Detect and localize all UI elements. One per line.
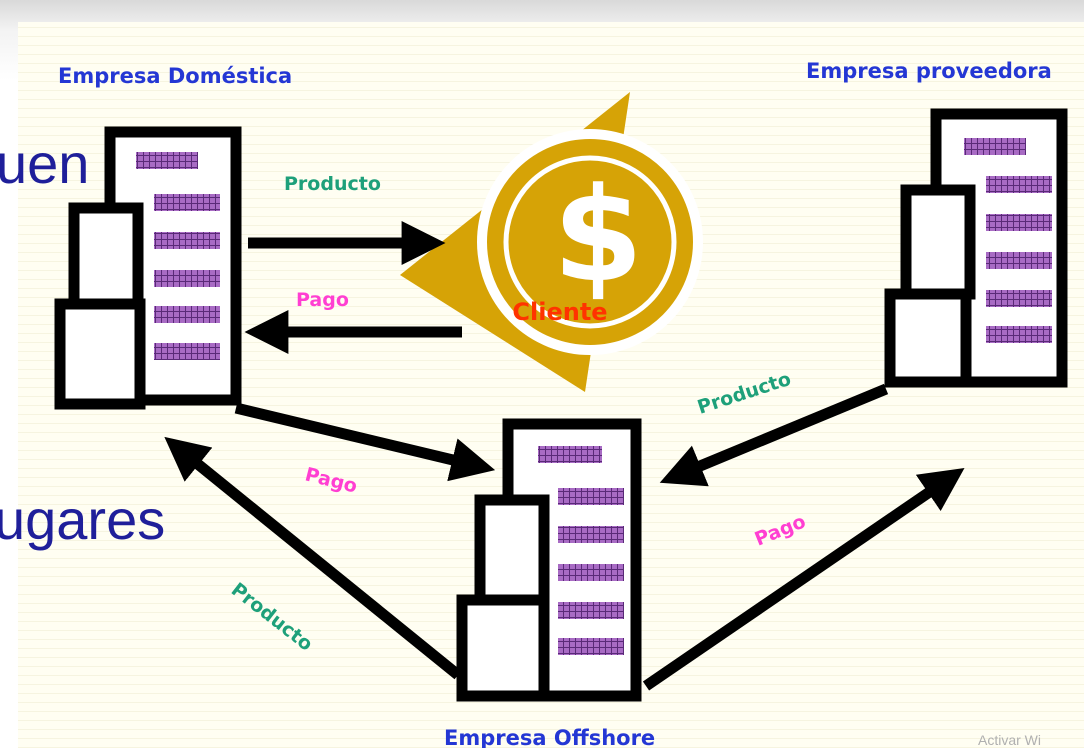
proveedora-title: Empresa proveedora [806,59,1052,83]
building-base [54,298,146,410]
label-pago-cliente-domestica: Pago [296,289,349,311]
cliente-label: Cliente [512,298,607,326]
label-producto-proveedora-offshore: Producto [695,368,794,419]
offshore-title: Empresa Offshore [444,726,655,748]
building-windows [136,152,220,360]
building-domestica [54,126,242,410]
arrow-proveedora-to-offshore [659,383,889,487]
cliente-node: $ Cliente [400,92,703,392]
building-annex [68,202,144,310]
arrows [164,221,965,691]
building-proveedora [884,108,1068,388]
label-pago-domestica-offshore: Pago [303,464,360,498]
label-pago-offshore-proveedora: Pago [752,510,809,550]
slide-text-fragment-top: uen [0,132,90,195]
activation-watermark: Activar Wi [978,732,1041,748]
arrow-offshore-to-proveedora [642,468,965,691]
domestica-title: Empresa Doméstica [58,64,292,88]
label-producto-offshore-domestica: Producto [227,579,317,656]
coin-inner [503,155,677,329]
building-annex [900,184,976,300]
building-base [456,594,550,702]
arrow-domestica-to-offshore [234,402,496,482]
building-windows [538,446,624,655]
slide-text-fragment-middle: ugares [0,488,166,551]
building-annex [474,494,550,606]
label-producto-domestica-cliente: Producto [284,173,381,195]
dollar-coin-icon: $ [553,159,643,311]
building-windows [964,138,1052,343]
building-base [884,288,972,388]
building-offshore [456,418,642,702]
arrow-offshore-to-domestica [164,436,462,680]
